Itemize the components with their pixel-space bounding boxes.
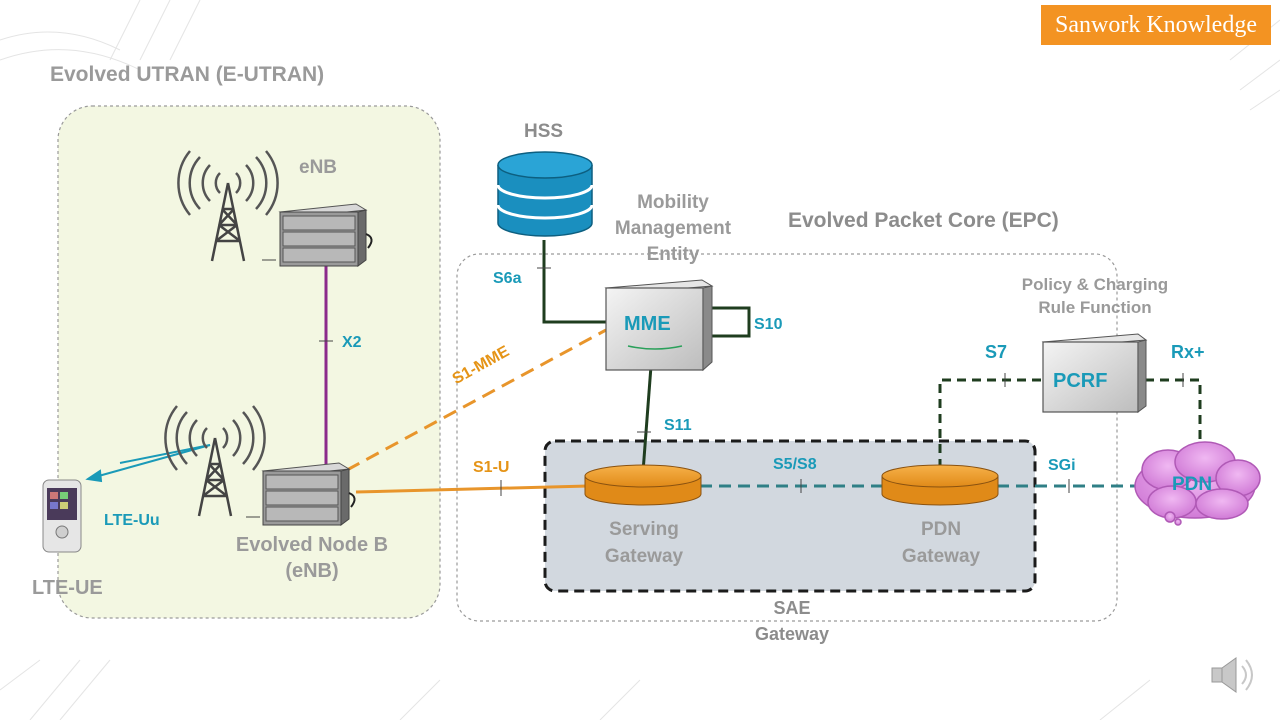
pdn-gateway-cylinder (881, 464, 999, 506)
eutran-title: Evolved UTRAN (E-UTRAN) (50, 63, 325, 86)
pcrf-label: PCRF (1053, 370, 1108, 392)
s10-link (711, 306, 751, 338)
sgi-label: SGi (1048, 457, 1076, 474)
s5-s8-label: S5/S8 (773, 456, 817, 473)
mme-box (604, 279, 714, 372)
tower-icon (164, 405, 266, 517)
server-rack-icon (278, 203, 373, 267)
s7-label: S7 (985, 342, 1008, 362)
hss-label: HSS (524, 121, 564, 142)
s10-label: S10 (754, 316, 783, 333)
speaker-icon[interactable] (1211, 657, 1253, 693)
phone-icon (42, 479, 82, 553)
serving-gateway-label: Serving Gateway (604, 519, 684, 567)
x2-label: X2 (342, 334, 362, 351)
lte-uu-label: LTE-Uu (104, 512, 160, 529)
s6a-label: S6a (493, 270, 522, 287)
pcrf-description: Policy & Charging Rule Function (1021, 275, 1169, 317)
tower-icon (177, 150, 279, 262)
s11-link (641, 365, 653, 473)
server-rack-icon (261, 462, 356, 526)
epc-region (456, 253, 1118, 622)
rx-plus-label: Rx+ (1171, 342, 1205, 362)
s6a-link (542, 240, 610, 324)
pdn-gateway-label: PDN Gateway (901, 519, 981, 567)
brand-badge: Sanwork Knowledge (1041, 5, 1271, 45)
serving-gateway-cylinder (584, 464, 702, 506)
s1-u-link (355, 484, 589, 494)
s11-label: S11 (664, 417, 692, 434)
ue-label: LTE-UE (32, 577, 103, 599)
s1-mme-link (346, 328, 607, 472)
enb-top-label: eNB (299, 157, 338, 178)
database-icon (496, 151, 594, 237)
lte-uu-arrows (85, 444, 211, 483)
mme-label: MME (624, 313, 671, 335)
sae-gateway-label: SAE Gateway (754, 598, 830, 644)
s7-link (938, 378, 1043, 468)
pcrf-box (1041, 333, 1148, 413)
pdn-label: PDN (1172, 474, 1213, 495)
rx-plus-link (1145, 378, 1202, 452)
mme-description: Mobility Management Entity (614, 192, 732, 265)
enb-bottom-label: Evolved Node B (eNB) (235, 534, 389, 582)
s1-u-label: S1-U (473, 459, 510, 476)
epc-title: Evolved Packet Core (EPC) (788, 209, 1059, 232)
cloud-icon (1134, 441, 1261, 526)
